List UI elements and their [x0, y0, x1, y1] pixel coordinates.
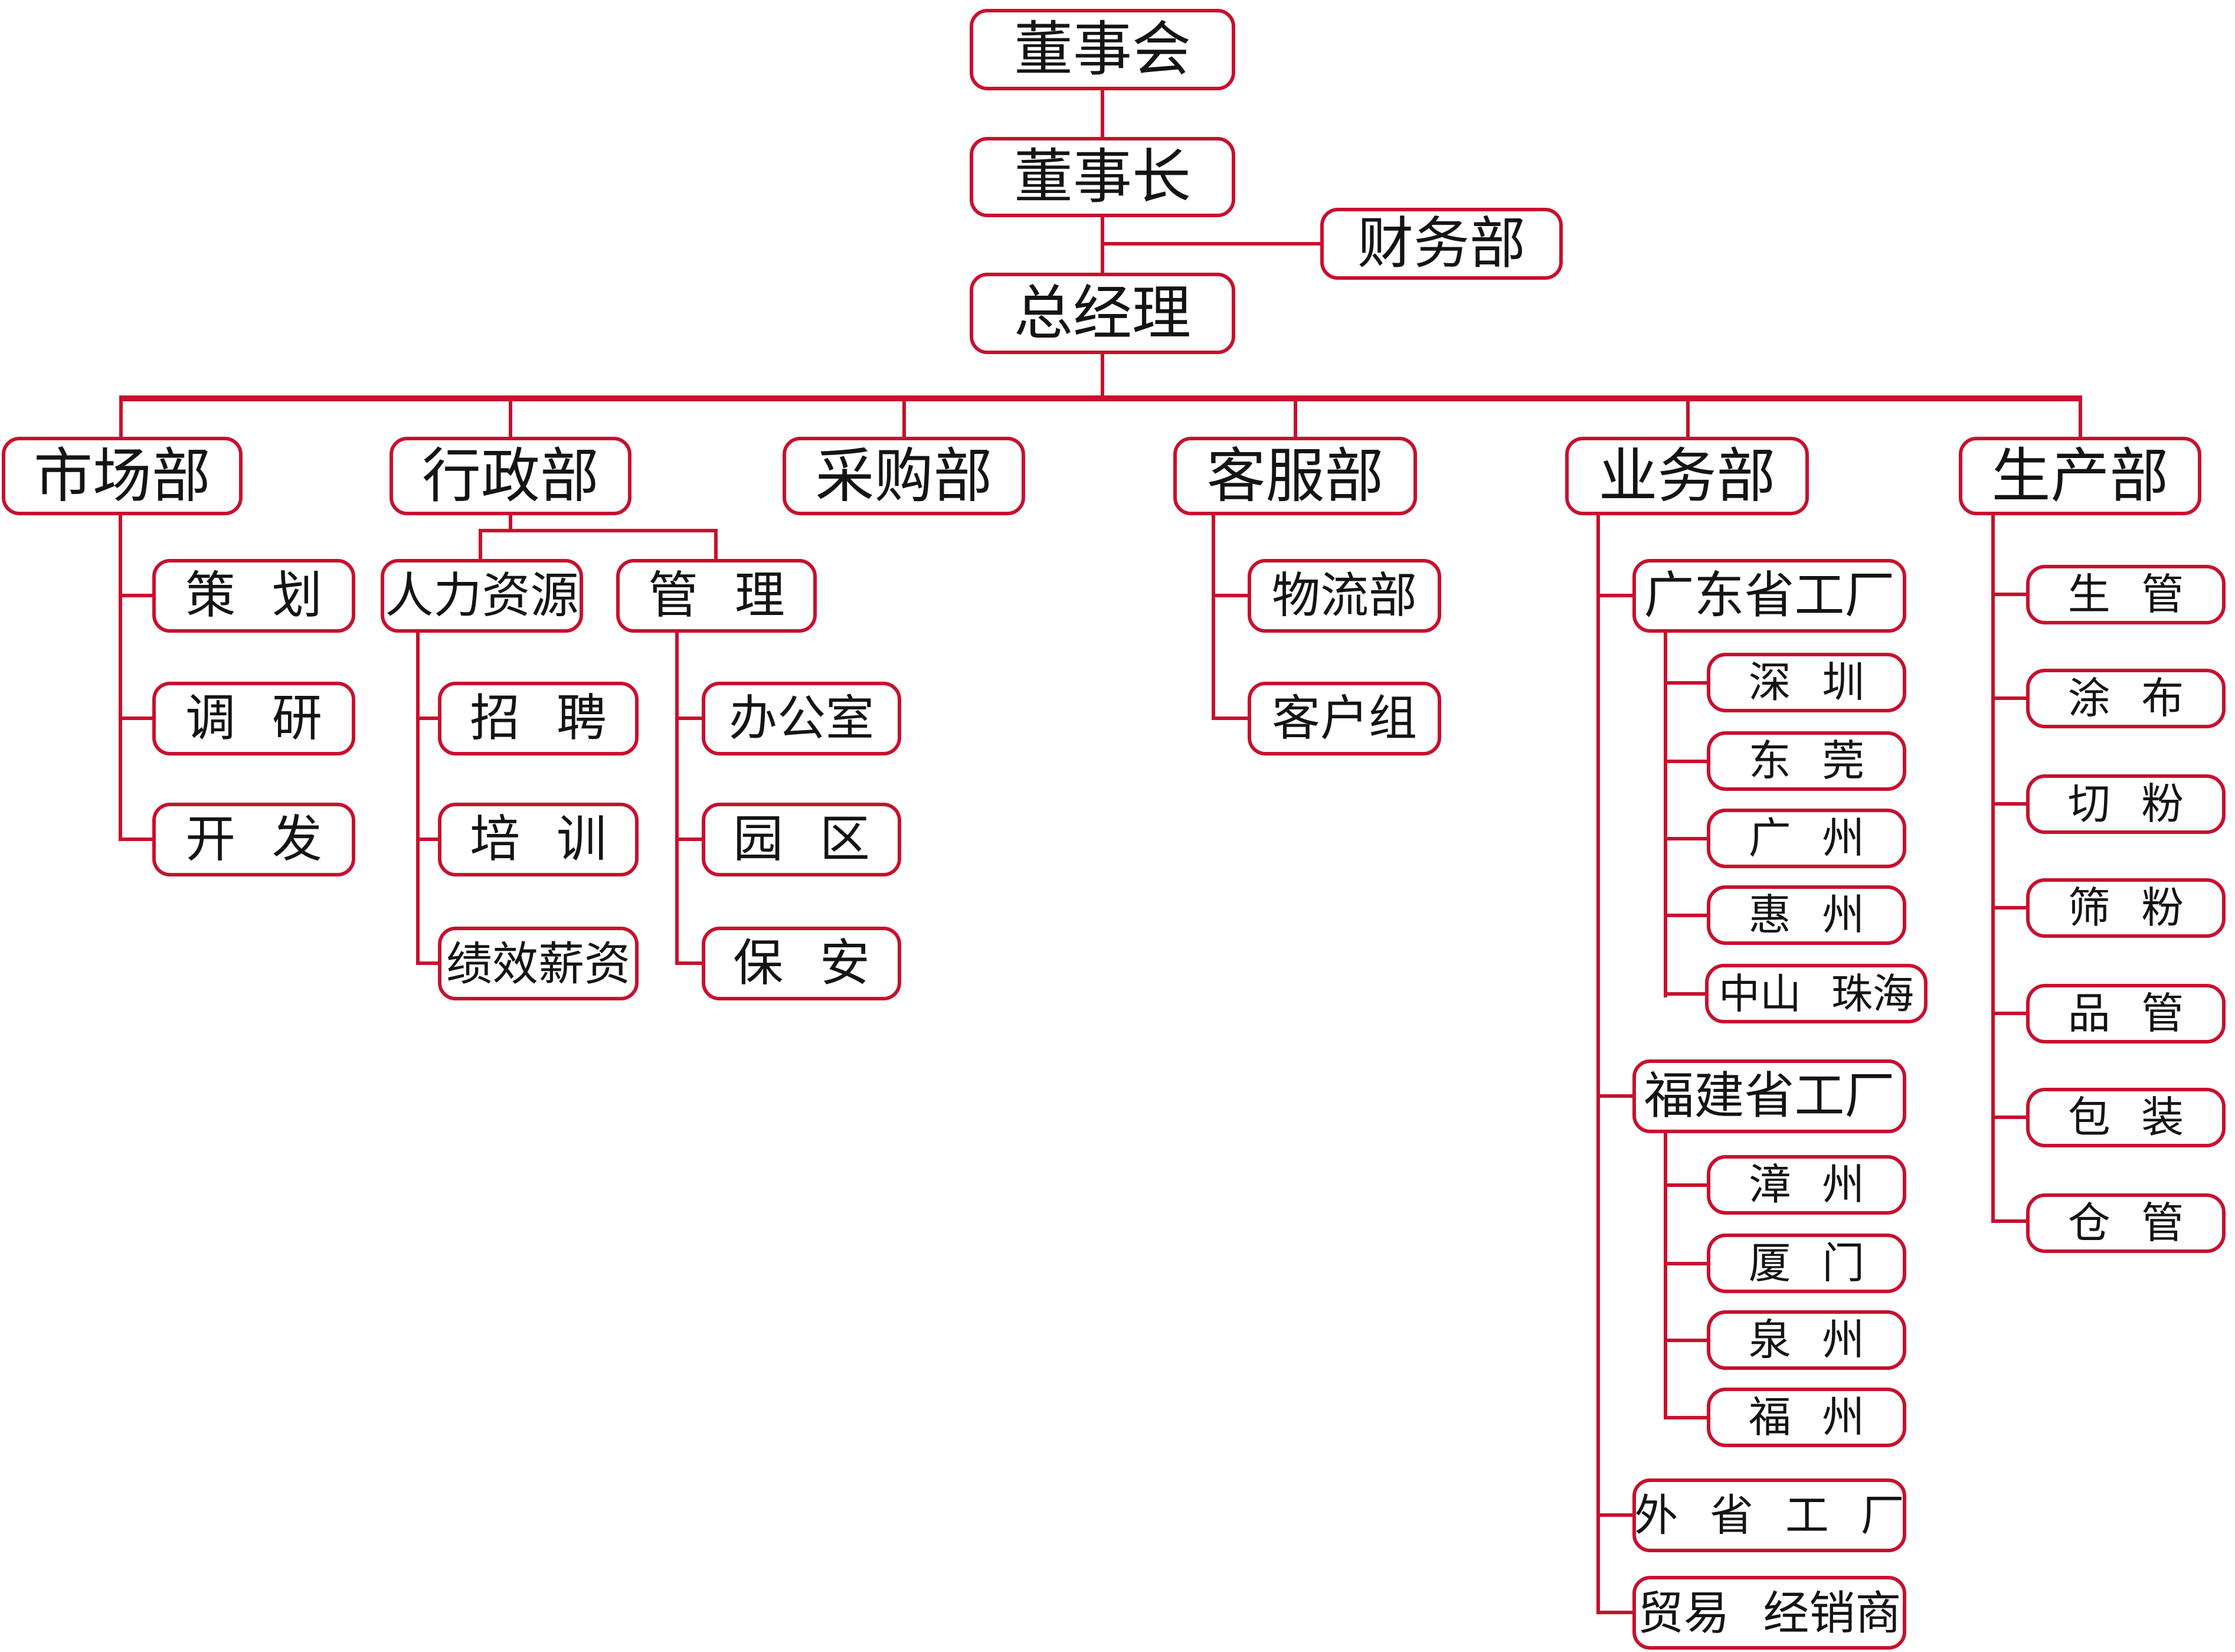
- connector-elbow-guangdong: [1596, 594, 1632, 597]
- node-xiamen: 厦 门: [1707, 1234, 1906, 1293]
- connector-elbow-dongguan: [1664, 760, 1707, 763]
- node-management: 管 理: [616, 559, 817, 633]
- connector-elbow-quanzhou: [1664, 1339, 1707, 1342]
- node-performance-pay: 绩效薪资: [438, 927, 639, 1000]
- connector-elbow-production-control: [1991, 593, 2026, 596]
- connector-elbow-security: [675, 961, 702, 965]
- node-shenzhen: 深 圳: [1707, 653, 1906, 712]
- connector-elbow-quality: [1991, 1012, 2026, 1015]
- connector-elbow-planning: [119, 594, 152, 597]
- connector-production-spine: [1991, 515, 1995, 1223]
- connector-elbow-shenzhen: [1664, 681, 1707, 685]
- connector-drop-production: [2079, 398, 2082, 437]
- node-quality-control: 品 管: [2026, 984, 2226, 1043]
- connector-board-chairman: [1101, 90, 1104, 137]
- connector-marketing-spine: [119, 515, 122, 841]
- node-campus: 园 区: [702, 803, 901, 876]
- connector-fujian-spine: [1664, 1133, 1667, 1419]
- node-logistics-dept: 物流部: [1248, 559, 1441, 633]
- connector-elbow-powder-sieving: [1991, 906, 2026, 910]
- node-production-control: 生 管: [2026, 565, 2226, 624]
- connector-elbow-powder-cutting: [1991, 802, 2026, 806]
- node-guangdong-factory: 广东省工厂: [1632, 559, 1906, 633]
- connector-elbow-guangzhou: [1664, 837, 1707, 840]
- connector-elbow-fuzhou: [1664, 1416, 1707, 1419]
- node-business-dept: 业务部: [1565, 437, 1809, 515]
- node-zhangzhou: 漳 州: [1707, 1155, 1906, 1215]
- connector-elbow-packaging: [1991, 1115, 2026, 1119]
- connector-elbow-zhongshan: [1664, 992, 1705, 996]
- node-dongguan: 东 莞: [1707, 731, 1906, 791]
- connector-elbow-other-province: [1596, 1513, 1632, 1517]
- node-finance-dept: 财务部: [1320, 208, 1563, 280]
- connector-admin-stem: [509, 515, 512, 532]
- node-planning: 策 划: [152, 559, 355, 633]
- node-warehouse: 仓 管: [2026, 1193, 2226, 1253]
- node-human-resources: 人力资源: [381, 559, 583, 633]
- node-office: 办公室: [702, 682, 901, 755]
- node-packaging: 包 装: [2026, 1088, 2226, 1147]
- node-security-guard: 保 安: [702, 927, 901, 1000]
- connector-admin-split: [479, 529, 718, 532]
- node-general-manager: 总经理: [970, 273, 1235, 354]
- node-training: 培 训: [438, 803, 639, 876]
- connector-drop-hr: [479, 529, 482, 559]
- connector-elbow-training: [416, 838, 438, 841]
- node-powder-sieving: 筛 粉: [2026, 878, 2226, 938]
- node-other-province-factory: 外 省 工 厂: [1632, 1478, 1906, 1552]
- connector-elbow-performance-pay: [416, 961, 438, 965]
- connector-guangdong-spine: [1664, 633, 1667, 997]
- connector-elbow-customer-group: [1212, 717, 1248, 720]
- connector-elbow-fujian: [1596, 1094, 1632, 1098]
- node-marketing-dept: 市场部: [2, 437, 243, 515]
- node-quanzhou: 泉 州: [1707, 1310, 1906, 1370]
- node-zhongshan-zhuhai: 中山 珠海: [1705, 964, 1928, 1023]
- node-guangzhou: 广 州: [1707, 809, 1906, 868]
- connector-drop-management: [714, 529, 718, 559]
- node-production-dept: 生产部: [1959, 437, 2201, 515]
- connector-elbow-research: [119, 717, 152, 720]
- connector-elbow-xiamen: [1664, 1262, 1707, 1265]
- node-customer-service-dept: 客服部: [1173, 437, 1417, 515]
- node-powder-cutting: 切 粉: [2026, 774, 2226, 834]
- connector-elbow-logistics: [1212, 594, 1248, 597]
- node-fujian-factory: 福建省工厂: [1632, 1059, 1906, 1133]
- node-fuzhou: 福 州: [1707, 1388, 1906, 1447]
- connector-drop-admin: [509, 398, 512, 437]
- connector-business-spine: [1596, 515, 1600, 1612]
- connector-drop-purchasing: [902, 398, 906, 437]
- connector-elbow-huizhou: [1664, 914, 1707, 917]
- connector-elbow-recruiting: [416, 717, 438, 720]
- node-purchasing-dept: 采购部: [783, 437, 1025, 515]
- node-coating: 涂 布: [2026, 669, 2226, 728]
- connector-drop-customer-service: [1294, 398, 1297, 437]
- connector-elbow-zhangzhou: [1664, 1183, 1707, 1187]
- connector-gm-bus: [1101, 354, 1104, 401]
- connector-elbow-warehouse: [1991, 1219, 2026, 1223]
- connector-elbow-coating: [1991, 696, 2026, 700]
- connector-elbow-development: [119, 838, 152, 841]
- node-admin-dept: 行政部: [390, 437, 631, 515]
- connector-hr-spine: [416, 633, 420, 965]
- node-chairman: 董事长: [970, 137, 1235, 217]
- connector-management-spine: [675, 633, 679, 965]
- connector-elbow-office: [675, 717, 702, 720]
- connector-finance-branch: [1102, 242, 1320, 246]
- node-trade-distributor: 贸易 经销商: [1632, 1576, 1906, 1650]
- node-development: 开 发: [152, 803, 355, 876]
- node-customer-group: 客户组: [1248, 682, 1441, 755]
- connector-service-spine: [1212, 515, 1215, 720]
- node-board: 董事会: [970, 9, 1235, 90]
- connector-elbow-trade: [1596, 1611, 1632, 1614]
- node-research: 调 研: [152, 682, 355, 755]
- connector-drop-business: [1686, 398, 1690, 437]
- connector-elbow-campus: [675, 838, 702, 841]
- node-recruiting: 招 聘: [438, 682, 639, 755]
- node-huizhou: 惠 州: [1707, 885, 1906, 945]
- connector-department-bus: [119, 395, 2082, 401]
- connector-drop-marketing: [119, 398, 123, 437]
